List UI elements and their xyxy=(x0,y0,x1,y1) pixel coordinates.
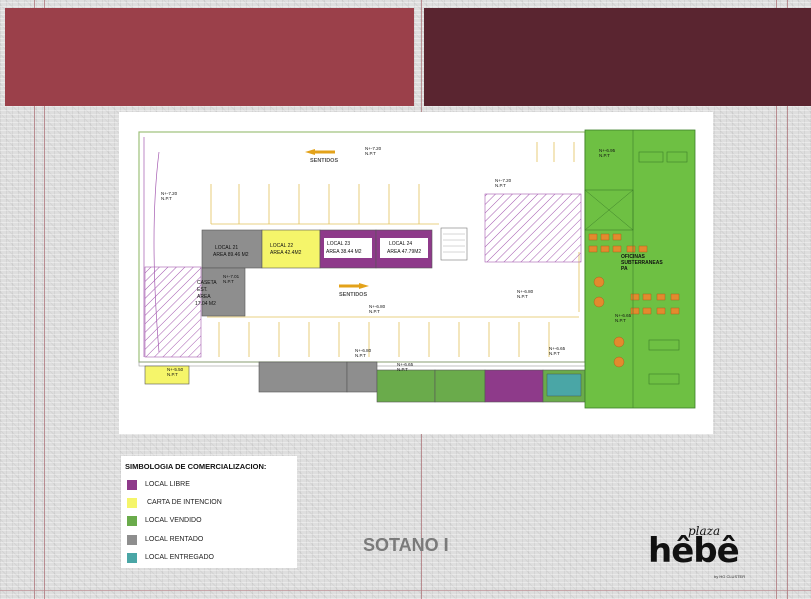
level-marker-npt: N.P.T xyxy=(397,367,408,372)
decor-line xyxy=(0,590,811,591)
level-marker: N+-6.80 xyxy=(369,304,386,309)
legend-label: CARTA DE INTENCION xyxy=(147,499,222,506)
level-marker: N+-6.65 xyxy=(549,346,566,351)
legend-swatch xyxy=(127,480,137,490)
direction-label-1: SENTIDOS xyxy=(310,158,338,164)
direction-arrow-icon xyxy=(305,149,315,155)
legend-swatch xyxy=(127,516,137,526)
offices-label-1: SUBTERRANEAS xyxy=(621,260,663,266)
caseta-label-0: CASETA xyxy=(197,280,217,286)
legend-label: LOCAL VENDIDO xyxy=(145,517,202,524)
unit-bottom-sold-1[interactable] xyxy=(376,369,436,403)
level-marker-npt: N.P.T xyxy=(355,353,366,358)
level-marker: N+-5.50 xyxy=(167,367,184,372)
unit-local-21[interactable] xyxy=(201,229,263,269)
legend: SIMBOLOGIA DE COMERCIALIZACION: LOCAL LI… xyxy=(121,456,297,568)
unit-bottom-free[interactable] xyxy=(484,369,544,403)
header-band-right xyxy=(424,8,811,106)
level-marker: N+-6.65 xyxy=(615,313,632,318)
stair-core xyxy=(440,227,468,261)
legend-label: LOCAL LIBRE xyxy=(145,481,190,488)
logo-tagline: by HG CLUSTER xyxy=(714,574,746,579)
level-marker: N+-6.80 xyxy=(355,348,372,353)
direction-label-2: SENTIDOS xyxy=(339,292,367,298)
direction-arrow-icon xyxy=(359,283,369,289)
level-marker: N+-7.20 xyxy=(495,178,512,183)
caseta-label-3: 17.04 M2 xyxy=(195,301,216,307)
unit-bottom-sold-2[interactable] xyxy=(434,369,486,403)
unit-local-22-name: LOCAL 22 xyxy=(270,243,293,249)
legend-label: LOCAL ENTREGADO xyxy=(145,554,214,561)
caseta-label-2: AREA xyxy=(197,294,211,300)
level-marker: N+-7.20 xyxy=(161,191,178,196)
logo-word-small: plaza xyxy=(688,524,721,538)
decor-line xyxy=(787,0,788,599)
level-marker-npt: N.P.T xyxy=(161,196,172,201)
floor-plan-panel: LOCAL 21 AREA 89.46 M2 CASETA EST. AREA … xyxy=(119,112,713,434)
unit-local-24-name: LOCAL 24 xyxy=(389,241,412,247)
hatched-area-left xyxy=(144,266,202,358)
plaza-hebe-logo: plaza hêbê by HG CLUSTER xyxy=(648,524,758,582)
unit-local-21-area: AREA 89.46 M2 xyxy=(213,252,249,258)
decor-line xyxy=(776,0,777,599)
level-marker: N+-6.65 xyxy=(397,362,414,367)
header-band-left xyxy=(5,8,414,106)
unit-bottom-delivered[interactable] xyxy=(546,373,582,397)
offices-label-0: OFICINAS xyxy=(621,254,646,260)
legend-swatch xyxy=(127,498,137,508)
unit-caseta[interactable] xyxy=(201,267,246,317)
level-marker: N+-6.95 xyxy=(599,148,616,153)
legend-swatch xyxy=(127,535,137,545)
hatched-area-right xyxy=(484,193,582,263)
unit-bottom-letter[interactable] xyxy=(144,365,190,385)
level-marker: N+-6.80 xyxy=(517,289,534,294)
legend-label: LOCAL RENTADO xyxy=(145,536,204,543)
unit-local-23-area: AREA 38.44 M2 xyxy=(326,249,362,255)
floor-plan: LOCAL 21 AREA 89.46 M2 CASETA EST. AREA … xyxy=(138,129,696,409)
level-marker-npt: N.P.T xyxy=(369,309,380,314)
unit-local-23-name: LOCAL 23 xyxy=(327,241,350,247)
legend-swatch xyxy=(127,553,137,563)
unit-local-22[interactable] xyxy=(261,229,321,269)
caseta-label-1: EST. xyxy=(197,287,208,293)
decor-line xyxy=(44,0,45,599)
level-marker-npt: N.P.T xyxy=(549,351,560,356)
level-marker-npt: N.P.T xyxy=(167,372,178,377)
unit-bottom-rented-2[interactable] xyxy=(346,361,378,393)
unit-offices[interactable] xyxy=(584,129,696,409)
level-marker-npt: N.P.T xyxy=(365,151,376,156)
unit-bottom-rented-1[interactable] xyxy=(258,361,348,393)
logo-word-main: hêbê xyxy=(648,531,740,571)
level-marker: N+-7.20 xyxy=(365,146,382,151)
level-marker-npt: N.P.T xyxy=(599,153,610,158)
decor-line xyxy=(34,0,35,599)
office-furniture xyxy=(588,233,680,368)
level-marker-npt: N.P.T xyxy=(495,183,506,188)
level-marker-npt: N.P.T xyxy=(517,294,528,299)
level-marker-npt: N.P.T xyxy=(223,279,234,284)
legend-title: SIMBOLOGIA DE COMERCIALIZACION: xyxy=(125,462,267,471)
offices-label-2: PA xyxy=(621,266,628,272)
unit-local-24-area: AREA 47.79M2 xyxy=(387,249,421,255)
level-marker-npt: N.P.T xyxy=(615,318,626,323)
level-marker: N+-7.01 xyxy=(223,274,240,279)
unit-local-21-name: LOCAL 21 xyxy=(215,245,238,251)
sheet-title: SOTANO I xyxy=(363,535,449,555)
unit-local-22-area: AREA 42.4M2 xyxy=(270,250,302,256)
